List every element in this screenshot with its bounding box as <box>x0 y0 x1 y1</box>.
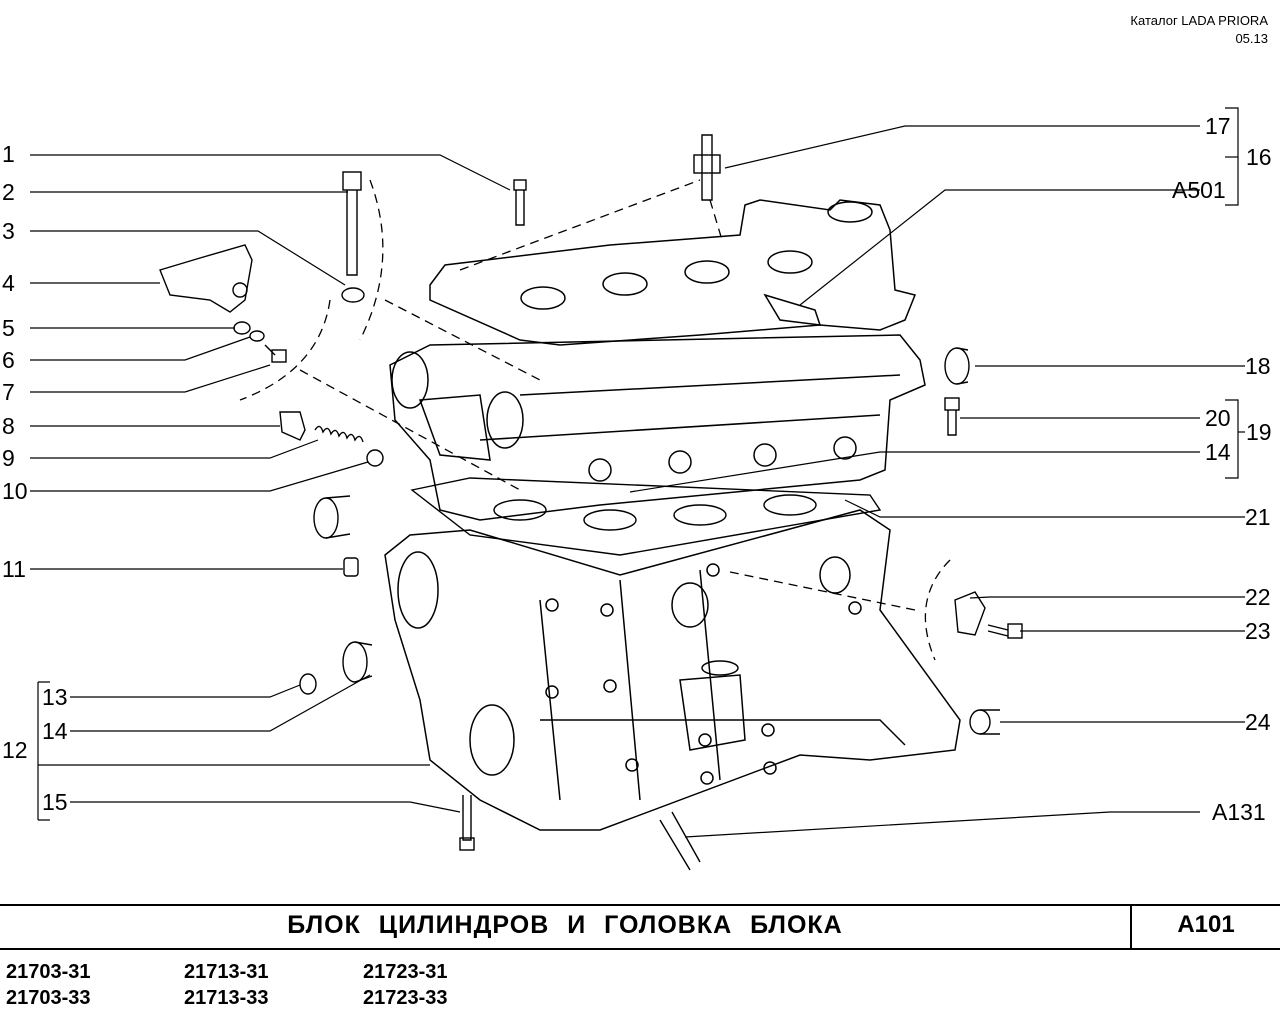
valve-cover <box>429 199 917 346</box>
callout-20: 20 <box>1205 405 1231 431</box>
title-divider <box>1130 904 1132 948</box>
callout-22: 22 <box>1245 584 1271 610</box>
model-21713-31: 21713-31 <box>184 961 269 983</box>
model-21703-31: 21703-31 <box>6 961 91 983</box>
callout-18: 18 <box>1245 353 1271 379</box>
callout-a501: A501 <box>1172 177 1226 203</box>
callout-19: 19 <box>1246 419 1272 445</box>
callout-21: 21 <box>1245 504 1271 530</box>
assembly-dashes <box>239 179 951 661</box>
callout-5: 5 <box>2 315 15 341</box>
model-21703-33: 21703-33 <box>6 987 91 1009</box>
callout-24: 24 <box>1245 709 1271 735</box>
callout-11: 11 <box>2 556 26 582</box>
page-title: БЛОК ЦИЛИНДРОВ И ГОЛОВКА БЛОКА <box>287 911 843 939</box>
callout-17: 17 <box>1205 113 1231 139</box>
callout-1: 1 <box>2 141 15 167</box>
callout-7: 7 <box>2 379 15 405</box>
head-gasket <box>410 477 882 556</box>
callout-13: 13 <box>42 684 68 710</box>
model-21713-33: 21713-33 <box>184 987 269 1009</box>
page-code: A101 <box>1177 911 1235 938</box>
model-21723-31: 21723-31 <box>363 961 448 983</box>
cylinder-block <box>384 509 961 831</box>
callout-2: 2 <box>2 179 15 205</box>
catalog-date: 05.13 <box>1235 31 1268 46</box>
model-21723-33: 21723-33 <box>363 987 448 1009</box>
callout-9: 9 <box>2 445 15 471</box>
exploded-engine-drawing <box>30 107 1245 871</box>
callout-6: 6 <box>2 347 15 373</box>
cylinder-head <box>389 334 926 521</box>
title-bar <box>0 904 1280 950</box>
callout-8: 8 <box>2 413 15 439</box>
callout-12: 12 <box>2 737 28 763</box>
callout-a131: A131 <box>1212 799 1266 825</box>
callout-4: 4 <box>2 270 15 296</box>
callout-23: 23 <box>1245 618 1271 644</box>
catalog-name: Каталог LADA PRIORA <box>1130 13 1268 28</box>
callout-10: 10 <box>2 478 28 504</box>
callout-15: 15 <box>42 789 68 815</box>
leader-lines <box>30 107 1245 838</box>
callout-14-left: 14 <box>42 718 68 744</box>
small-parts <box>159 134 1023 871</box>
callout-3: 3 <box>2 218 15 244</box>
callout-14-right: 14 <box>1205 439 1231 465</box>
callout-16: 16 <box>1246 144 1272 170</box>
